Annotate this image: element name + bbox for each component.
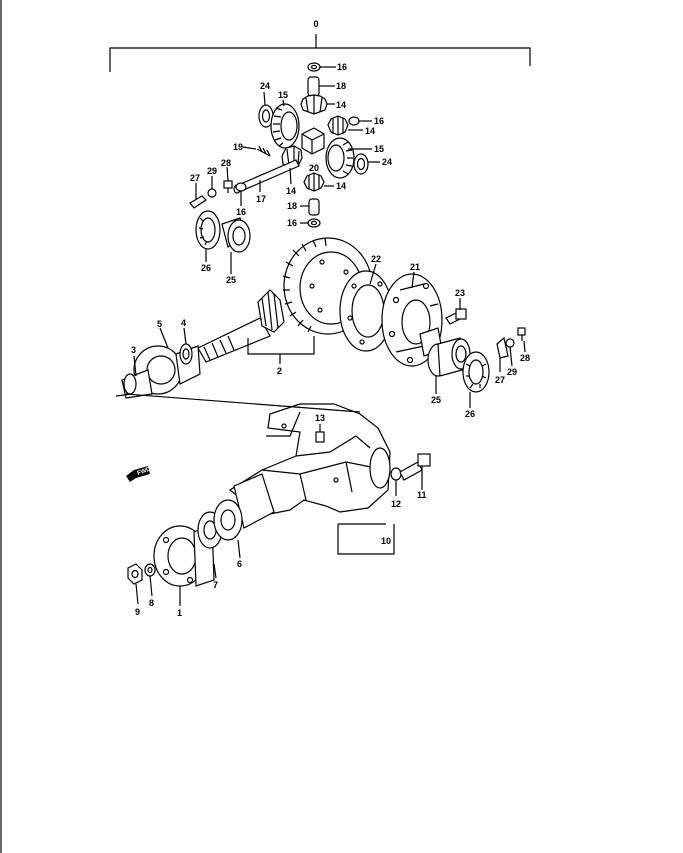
callout-label: 4 <box>181 318 186 328</box>
callout-label: 18 <box>287 201 297 211</box>
front-direction-label: FWD <box>137 466 153 477</box>
callout-label: 7 <box>213 580 218 590</box>
callout-label: 24 <box>260 81 270 91</box>
callout-label: 29 <box>207 166 217 176</box>
callout-label: 21 <box>410 262 420 272</box>
callout-label: 16 <box>236 207 246 217</box>
callout-label: 28 <box>221 158 231 168</box>
callout-label: 17 <box>256 194 266 204</box>
callout-label: 16 <box>337 62 347 72</box>
callout-label: 5 <box>157 319 162 329</box>
callout-label: 29 <box>507 367 517 377</box>
callout-label: 27 <box>190 173 200 183</box>
callout-label: 6 <box>237 559 242 569</box>
callout-label: 1 <box>177 608 182 618</box>
callout-label: 14 <box>286 186 296 196</box>
callout-label: 22 <box>371 254 381 264</box>
callout-label: 24 <box>382 157 392 167</box>
callout-label: 28 <box>520 353 530 363</box>
callout-label: 15 <box>374 144 384 154</box>
leader-lines <box>115 66 526 606</box>
callout-label: 14 <box>336 100 346 110</box>
callout-label: 18 <box>336 81 346 91</box>
callout-label: 12 <box>391 499 401 509</box>
assembly-label: 0 <box>313 19 318 29</box>
callout-label: 26 <box>465 409 475 419</box>
callout-labels: 16 18 24 15 14 16 14 19 15 20 24 29 28 2… <box>131 62 530 618</box>
callout-label: 26 <box>201 263 211 273</box>
callout-label: 23 <box>455 288 465 298</box>
callout-label: 25 <box>431 395 441 405</box>
callout-label: 16 <box>374 116 384 126</box>
callout-label: 2 <box>277 366 282 376</box>
callout-label: 16 <box>287 218 297 228</box>
callout-label: 15 <box>278 90 288 100</box>
callout-label: 8 <box>149 598 154 608</box>
callout-label: 20 <box>309 163 319 173</box>
callout-label: 19 <box>233 142 243 152</box>
callout-label: 14 <box>336 181 346 191</box>
carrier-housing-assembly <box>126 403 431 587</box>
assembly-bracket <box>109 34 531 72</box>
callout-label: 3 <box>131 345 136 355</box>
ring-and-pinion-set <box>121 237 526 399</box>
callout-label: 11 <box>417 490 427 500</box>
differential-gear-cluster <box>189 62 369 253</box>
callout-label: 25 <box>226 275 236 285</box>
callout-label: 9 <box>135 607 140 617</box>
callout-label: 27 <box>495 375 505 385</box>
callout-label: 10 <box>381 536 391 546</box>
callout-label: 13 <box>315 413 325 423</box>
callout-label: 14 <box>365 126 375 136</box>
